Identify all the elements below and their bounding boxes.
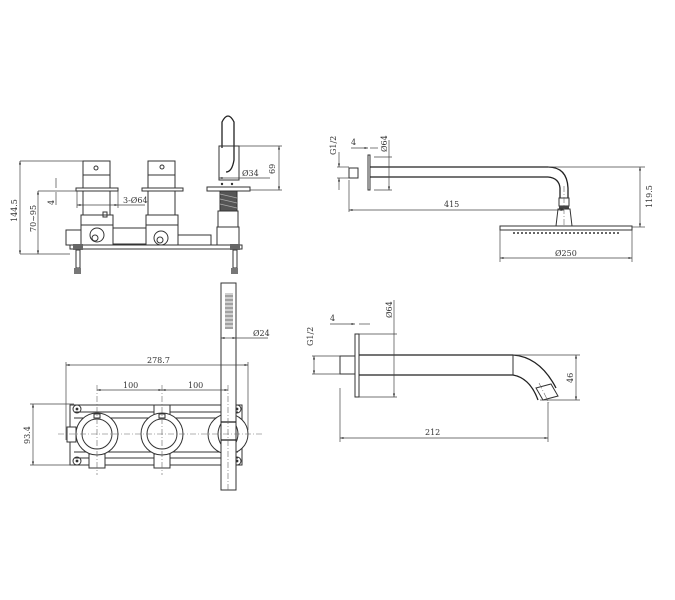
dim-wall-depth: 70~95 <box>29 205 38 232</box>
dim-flange-thickness: 4 <box>47 200 56 205</box>
dim-front-height: 93.4 <box>23 426 32 444</box>
bath-spout-view: G1/2 4 Ø64 212 46 <box>306 300 580 442</box>
dim-spout-projection: 212 <box>425 428 440 437</box>
valve-side-view: 144.5 70~95 4 3-Ø64 69 Ø34 <box>10 115 282 274</box>
dim-arm-length: 415 <box>444 200 459 209</box>
dim-spout-flange-thickness: 4 <box>330 314 335 323</box>
dim-spacing-left: 100 <box>123 381 138 390</box>
shower-arm-view: G1/2 4 Ø64 415 119.5 Ø250 <box>329 135 654 262</box>
dim-spout-thread: G1/2 <box>306 327 315 346</box>
valve-front-view: 278.7 100 100 93.4 Ø24 <box>23 282 270 491</box>
dim-arm-thread: G1/2 <box>329 136 338 155</box>
dim-total-width: 278.7 <box>147 356 170 365</box>
dim-drop-height: 119.5 <box>645 185 654 208</box>
dim-spout-outlet-drop: 46 <box>566 373 575 383</box>
dim-total-height: 144.5 <box>10 199 19 222</box>
dim-spacing-right: 100 <box>188 381 203 390</box>
dim-flange-diameter: 3-Ø64 <box>123 196 148 205</box>
dim-head-diameter: Ø250 <box>555 249 577 258</box>
dim-diverter-height: 69 <box>268 164 277 174</box>
dim-spout-flange-diameter: Ø64 <box>385 301 394 318</box>
dim-arm-flange-diameter: Ø64 <box>380 135 389 152</box>
dim-diverter-diameter: Ø34 <box>242 169 259 178</box>
dim-arm-flange-thickness: 4 <box>351 138 356 147</box>
dim-handset-diameter: Ø24 <box>253 329 270 338</box>
